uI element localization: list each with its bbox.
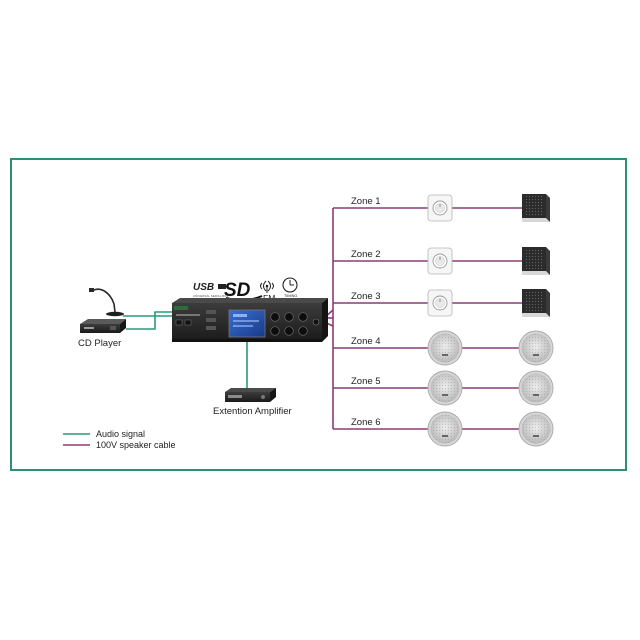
ceiling-speaker-icon	[427, 370, 463, 406]
ceiling-speaker-icon	[427, 411, 463, 447]
ceiling-speaker-icon	[518, 411, 554, 447]
volume-control-icon	[427, 247, 453, 275]
ceiling-speaker-icon	[518, 370, 554, 406]
audio-signal-wiring	[123, 311, 248, 388]
cd-player-icon	[80, 319, 126, 333]
svg-text:USB: USB	[193, 282, 214, 293]
zone-label: Zone 3	[351, 291, 381, 302]
zone-row: Zone 5	[333, 370, 554, 406]
volume-control-icon	[427, 289, 453, 317]
svg-text:SD: SD	[224, 280, 251, 301]
wall-speaker-icon	[522, 194, 550, 222]
extension-amplifier-label: Extention Amplifier	[213, 406, 292, 417]
sd-card-icon: SD	[224, 280, 263, 302]
volume-knobs	[270, 312, 308, 336]
ceiling-speaker-icon	[427, 330, 463, 366]
legend: Audio signal 100V speaker cable	[63, 429, 176, 450]
diagram-frame	[10, 158, 627, 471]
extension-amplifier-icon	[225, 388, 276, 402]
legend-speaker-label: 100V speaker cable	[96, 440, 176, 450]
zone-row: Zone 3	[333, 289, 550, 317]
volume-control-icon	[427, 194, 453, 222]
wall-speaker-icon	[522, 289, 550, 317]
zone-row: Zone 1	[333, 194, 550, 222]
zone-label: Zone 4	[351, 336, 381, 347]
timer-clock-icon: TIMING	[282, 277, 298, 298]
zone-label: Zone 2	[351, 249, 381, 260]
wall-speaker-icon	[522, 247, 550, 275]
microphone-icon	[89, 288, 124, 317]
legend-audio-label: Audio signal	[96, 429, 145, 439]
cd-player-label: CD Player	[78, 338, 121, 349]
zones: Zone 1 Zone 2 Zone 3 Zone 4 Zone 5 Zone 6	[333, 194, 554, 447]
usb-icon: USB UNIVERSAL SERIAL BUS	[193, 282, 228, 298]
zone-row: Zone 6	[333, 411, 554, 447]
zone-label: Zone 5	[351, 376, 381, 387]
zone-label: Zone 1	[351, 196, 381, 207]
zone-label: Zone 6	[351, 417, 381, 428]
zone-row: Zone 4	[333, 330, 554, 366]
ceiling-speaker-icon	[518, 330, 554, 366]
mixer-amplifier-icon	[172, 298, 328, 342]
svg-text:UNIVERSAL SERIAL BUS: UNIVERSAL SERIAL BUS	[193, 294, 228, 298]
svg-text:TIMING: TIMING	[284, 294, 297, 298]
zone-row: Zone 2	[333, 247, 550, 275]
